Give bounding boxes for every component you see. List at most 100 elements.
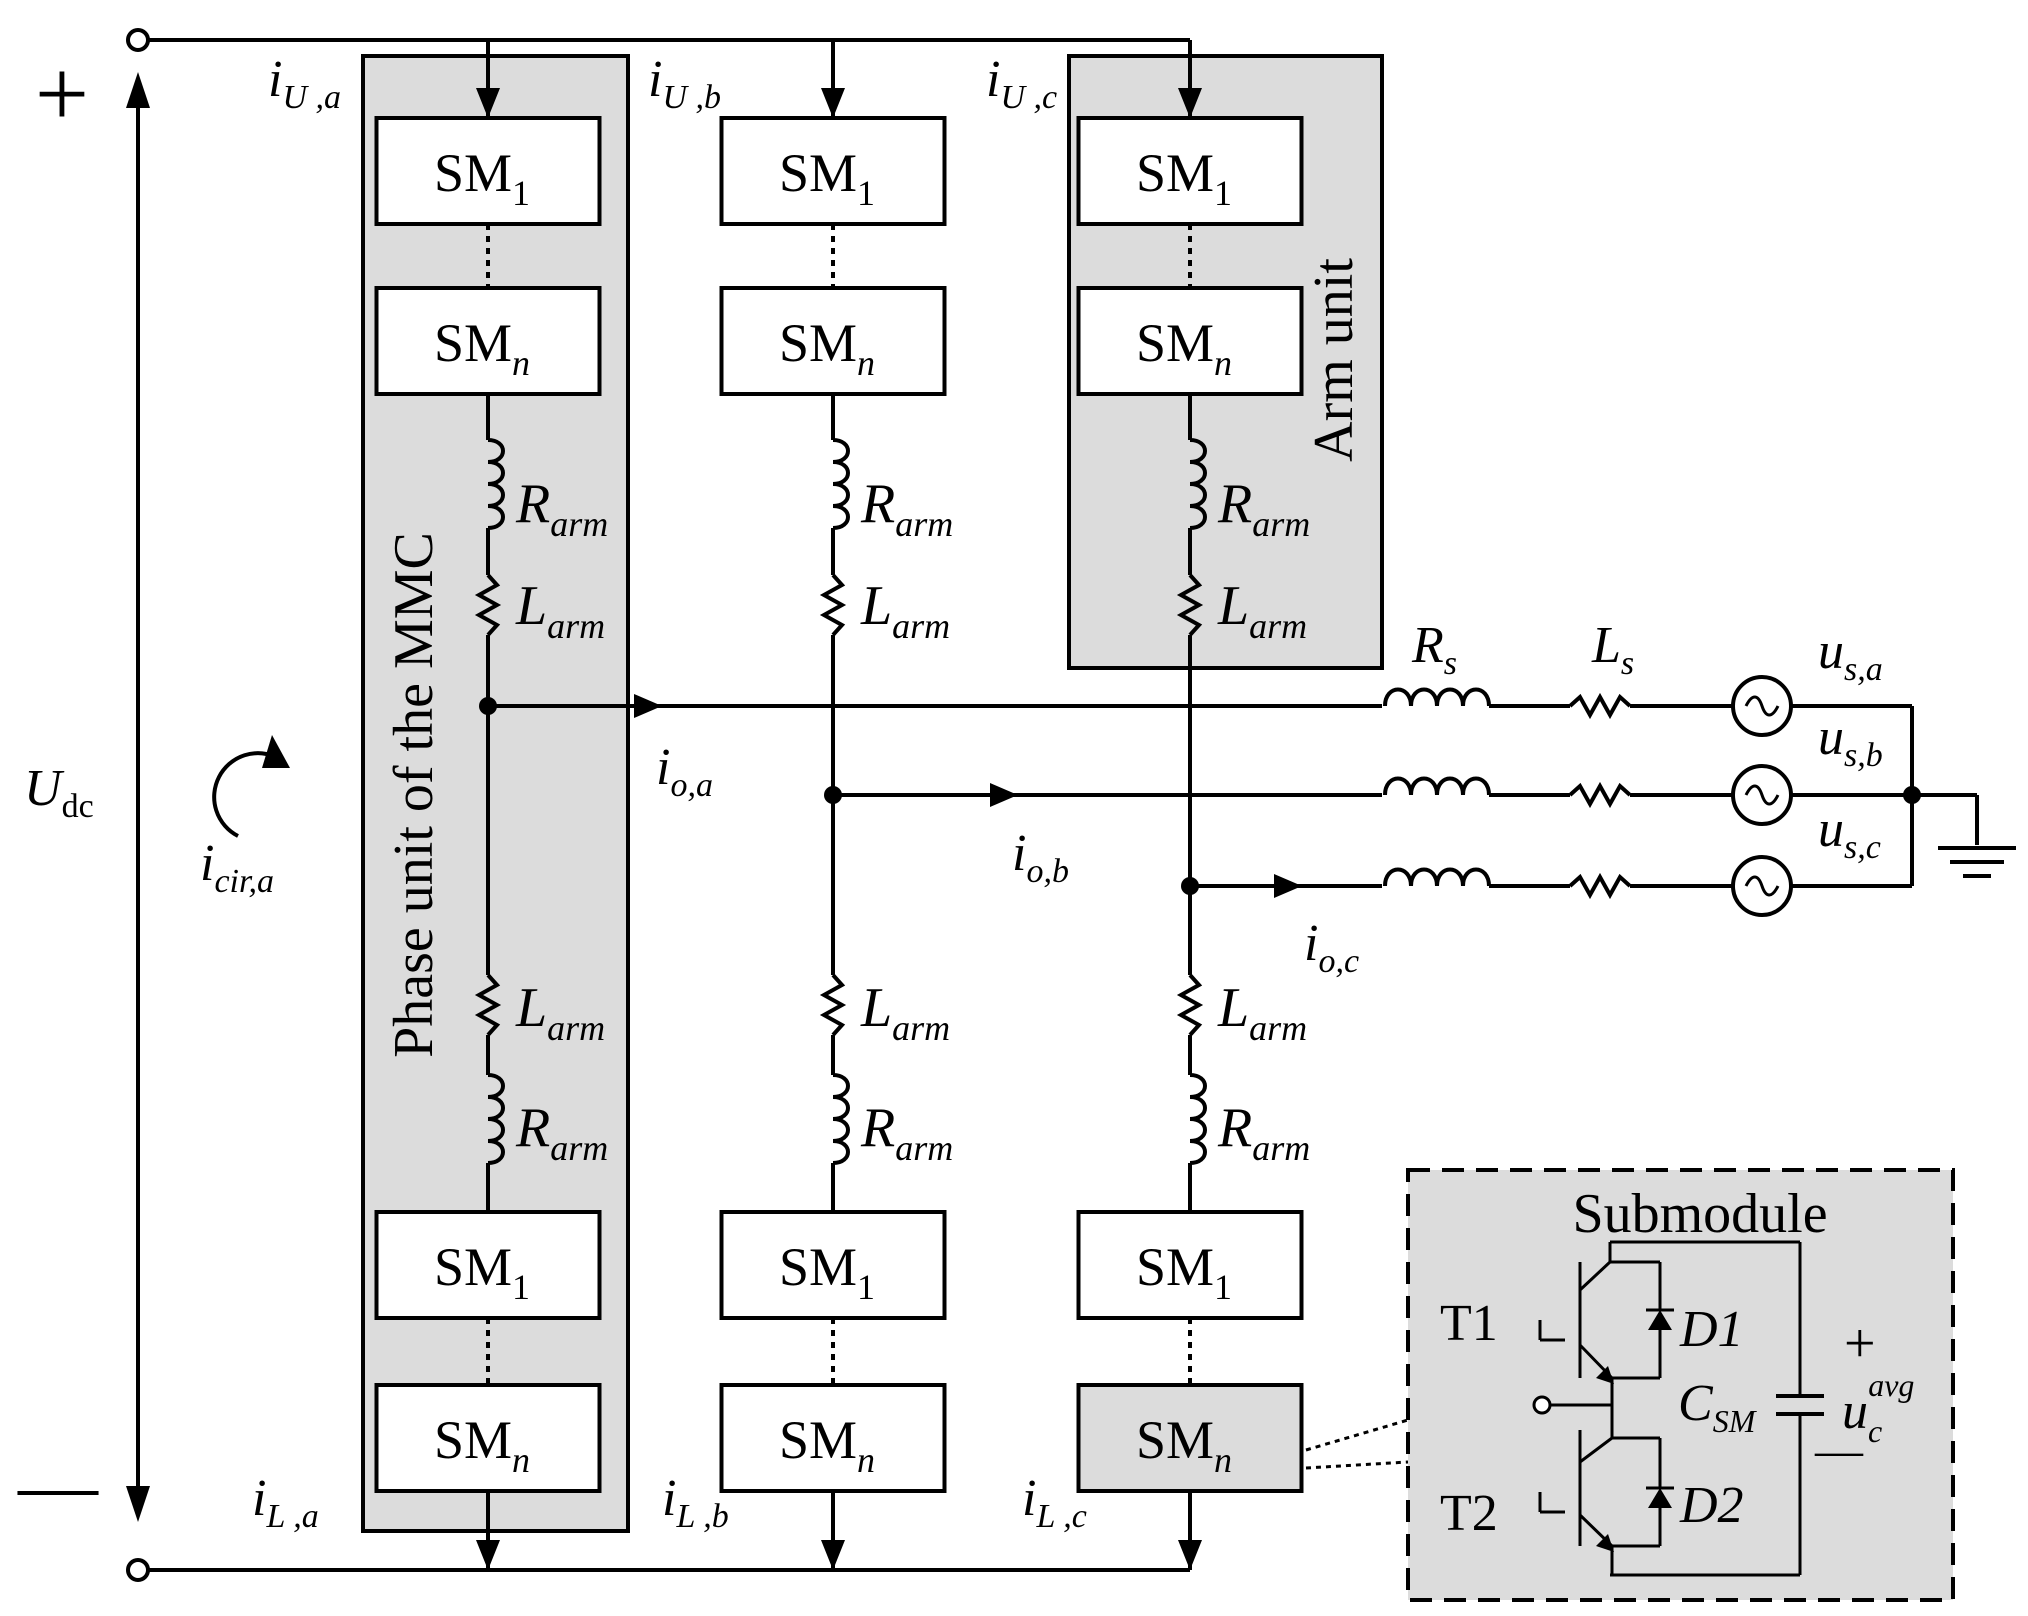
ground-icon [1938, 846, 2016, 878]
lower-current-arrow-b [821, 1540, 845, 1570]
upper-smn-c [1076, 286, 1304, 396]
grid-branch-c [1382, 855, 1912, 917]
grid-elements [1382, 675, 1912, 917]
ac-node-c [1181, 877, 1199, 895]
upper-arm-resistor-c [1176, 573, 1204, 637]
output-current-label-c: io,c [1304, 915, 1359, 980]
lower-sm1-c-label: SM1 [1136, 1237, 1232, 1307]
output-current-label-b: io,b [1012, 825, 1069, 890]
submodule-title: Submodule [1572, 1183, 1827, 1245]
circulating-current-label: icir,a [200, 835, 274, 900]
output-current-arrow-a [634, 694, 662, 718]
upper-smn-b [719, 286, 947, 396]
d2-diode [1648, 1488, 1672, 1508]
submodule-terminal [1532, 1395, 1552, 1415]
lower-arm-inductor-c [1189, 1073, 1207, 1165]
upper-r-arm-label-a: Rarm [515, 473, 608, 544]
upper-smn-a-label: SMn [434, 313, 530, 383]
ac-node-a [479, 697, 497, 715]
upper-current-arrow-a [476, 88, 500, 118]
dc-voltage-label: Udc [24, 760, 94, 825]
circulating-current-arrow-head [262, 735, 290, 768]
upper-arm-inductor-b [832, 438, 850, 530]
upper-sm1-c-label: SM1 [1136, 143, 1232, 213]
lower-l-arm-label-b: Larm [860, 977, 950, 1048]
upper-arm-resistor-b [819, 573, 847, 637]
grid-resistor-c [1568, 872, 1632, 900]
upper-current-arrow-b [821, 88, 845, 118]
lower-current-arrow-c [1178, 1540, 1202, 1570]
upper-smn-c-label: SMn [1136, 313, 1232, 383]
upper-arm-resistor-a [474, 573, 502, 637]
t2-label: T2 [1440, 1485, 1498, 1542]
phase-legs: SM1SMnRarmLarmLarmRarmSM1SMnSM1SMnRarmLa… [374, 40, 1310, 1570]
lower-sm1-b-label: SM1 [779, 1237, 875, 1307]
lower-arm-inductor-b [832, 1073, 850, 1165]
submodule-plus-sign: + [1844, 1313, 1876, 1375]
lower-current-label-b: iL ,b [662, 1470, 729, 1535]
lower-current-label-a: iL ,a [252, 1470, 319, 1535]
grid-branch-b [1382, 764, 1912, 826]
upper-l-arm-label-b: Larm [860, 575, 950, 646]
upper-smn-b-label: SMn [779, 313, 875, 383]
upper-current-arrow-c [1178, 88, 1202, 118]
source-label-c: us,c [1818, 801, 1881, 866]
upper-arm-inductor-c [1189, 438, 1207, 530]
grid-resistor-a [1568, 692, 1632, 720]
t2-emitter-arrow [1596, 1534, 1614, 1552]
circulating-current-arrow [212, 751, 279, 838]
upper-sm1-a [374, 116, 602, 226]
lower-smn-b-label: SMn [779, 1410, 875, 1480]
d2-label: D2 [1679, 1477, 1744, 1534]
zoom-line-lower [1305, 1460, 1409, 1470]
output-current-label-a: io,a [656, 739, 713, 804]
upper-arm-inductor-a [487, 438, 505, 530]
lower-current-arrow-a [476, 1540, 500, 1570]
t1-emitter-arrow [1596, 1366, 1614, 1384]
source-label-a: us,a [1818, 623, 1883, 688]
upper-sm1-b-label: SM1 [779, 143, 875, 213]
zoom-line-upper [1305, 1418, 1409, 1452]
lower-r-arm-label-c: Rarm [1217, 1097, 1310, 1168]
ac-node-b [824, 786, 842, 804]
upper-current-label-b: iU ,b [648, 51, 721, 116]
lower-r-arm-label-b: Rarm [860, 1097, 953, 1168]
d1-label: D1 [1679, 1301, 1744, 1358]
capacitor-voltage-label: ucavg [1842, 1367, 1914, 1449]
lower-l-arm-label-c: Larm [1217, 977, 1307, 1048]
lower-sm1-a-label: SM1 [434, 1237, 530, 1307]
upper-smn-a [374, 286, 602, 396]
upper-l-arm-label-c: Larm [1217, 575, 1307, 646]
phase-unit-label: Phase unit of the MMC [383, 532, 445, 1058]
upper-r-arm-label-b: Rarm [860, 473, 953, 544]
upper-sm1-c [1076, 116, 1304, 226]
upper-current-label-c: iU ,c [986, 51, 1057, 116]
upper-r-arm-label-c: Rarm [1217, 473, 1310, 544]
lower-arm-inductor-a [487, 1073, 505, 1165]
lower-current-label-c: iL ,c [1022, 1470, 1087, 1535]
submodule-circuit [1532, 1240, 1824, 1577]
grid-inductor-b [1383, 776, 1491, 796]
output-current-arrow-c [1274, 874, 1302, 898]
dc-plus-sign: + [35, 40, 89, 147]
lower-arm-resistor-a [474, 973, 502, 1037]
grid-rs-label: Rs [1411, 617, 1457, 682]
t1-label: T1 [1440, 1295, 1498, 1352]
dc-voltage-arrow-head-bottom [126, 1486, 150, 1522]
upper-current-label-a: iU ,a [268, 51, 341, 116]
d1-diode [1648, 1310, 1672, 1330]
arm-unit-label: Arm unit [1303, 258, 1365, 462]
lower-r-arm-label-a: Rarm [515, 1097, 608, 1168]
lower-smn-c-label: SMn [1136, 1410, 1232, 1480]
grid-branch-a [1382, 675, 1912, 737]
output-current-arrow-b [990, 783, 1018, 807]
dc-minus-sign: — [17, 1442, 99, 1530]
grid-resistor-b [1568, 781, 1632, 809]
lower-smn-a-label: SMn [434, 1410, 530, 1480]
capacitor-label: CSM [1678, 1375, 1758, 1439]
upper-sm1-a-label: SM1 [434, 143, 530, 213]
